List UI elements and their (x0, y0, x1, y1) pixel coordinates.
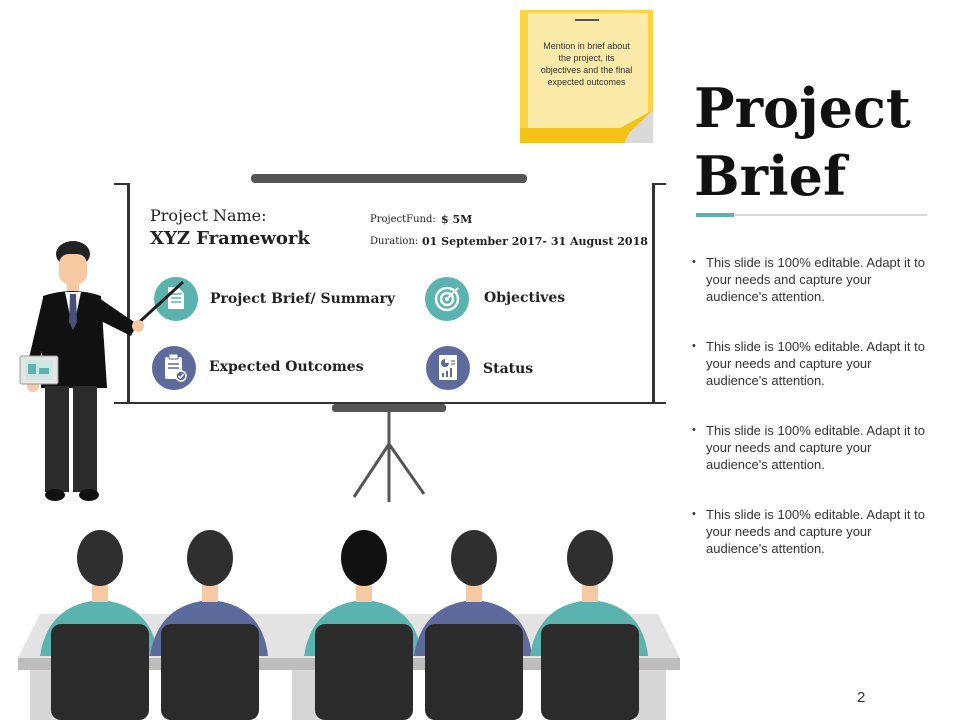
bullet-item: This slide is 100% editable. Adapt it to… (690, 338, 935, 389)
audience-member (304, 530, 422, 720)
duration-value: 01 September 2017- 31 August 2018 (422, 235, 648, 248)
audience-member (530, 530, 648, 720)
bullet-item: This slide is 100% editable. Adapt it to… (690, 254, 935, 305)
item-label-objectives: Objectives (484, 290, 566, 306)
bullet-list: This slide is 100% editable. Adapt it to… (690, 254, 935, 590)
tripod-stand-icon (332, 404, 446, 502)
sticky-tape-mark (575, 19, 599, 21)
presenter-icon (19, 241, 185, 501)
title-divider (696, 214, 927, 216)
audience-member (40, 530, 158, 720)
title-line-2: Brief (694, 144, 847, 208)
slide-title: Project Brief (694, 74, 911, 210)
item-label-status: Status (483, 361, 534, 377)
project-name-label: Project Name: (150, 206, 267, 225)
project-fund-label: ProjectFund: (370, 214, 436, 225)
audience-member (414, 530, 532, 720)
project-name-value: XYZ Framework (150, 228, 310, 249)
item-label-expected-outcomes: Expected Outcomes (209, 359, 364, 375)
title-divider-accent (696, 213, 734, 217)
project-fund-value: $ 5M (441, 213, 473, 226)
bullet-item: This slide is 100% editable. Adapt it to… (690, 422, 935, 473)
duration-label: Duration: (370, 236, 419, 247)
screen-bottom-edge (114, 402, 666, 404)
presentation-screen (127, 183, 655, 402)
screen-roller-bar (251, 174, 527, 183)
sticky-note-text: Mention in brief about the project, its … (540, 41, 633, 87)
sticky-note (520, 10, 653, 143)
page-number: 2 (857, 689, 866, 706)
item-label-project-brief: Project Brief/ Summary (210, 291, 396, 307)
target-icon (425, 277, 469, 321)
bullet-item: This slide is 100% editable. Adapt it to… (690, 506, 935, 557)
report-chart-icon (426, 346, 470, 390)
title-line-1: Project (694, 76, 911, 140)
clipboard-check-icon (152, 346, 196, 390)
audience-member (150, 530, 268, 720)
audience-illustration (18, 530, 680, 720)
